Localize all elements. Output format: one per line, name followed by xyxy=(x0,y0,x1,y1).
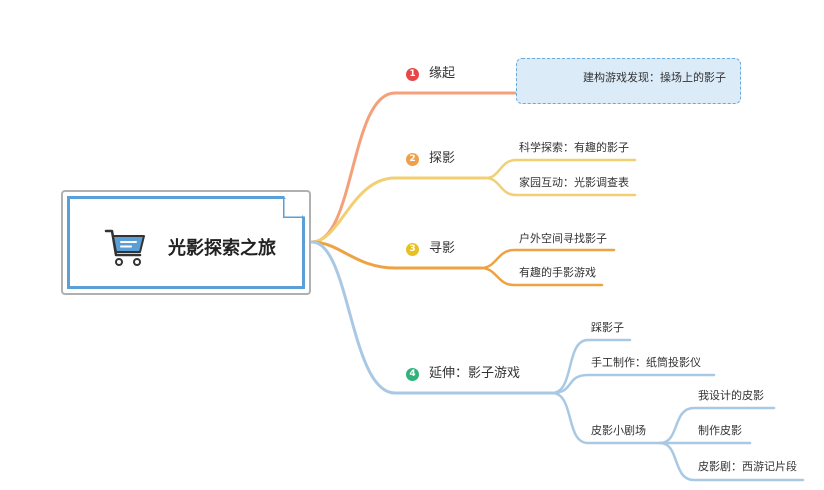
branch-4-grandchild-1[interactable]: 我设计的皮影 xyxy=(698,389,764,402)
number-badge-4: 4 xyxy=(406,367,419,381)
callout-box[interactable] xyxy=(516,58,741,104)
branch-4-grandchild-3-connector xyxy=(658,441,805,482)
branch-2-connector xyxy=(310,176,488,244)
branch-4-text: 延伸：影子游戏 xyxy=(429,366,521,381)
branch-4-child-1-connector xyxy=(550,338,632,395)
branch-3-child-1[interactable]: 户外空间寻找影子 xyxy=(519,232,607,245)
branch-4-label[interactable]: 4 延伸：影子游戏 xyxy=(406,366,520,382)
branch-3-child-2-connector xyxy=(479,266,604,287)
branch-1-label[interactable]: 1 缘起 xyxy=(406,66,455,82)
branch-2-child-2[interactable]: 家园互动：光影调查表 xyxy=(519,176,629,189)
branch-1-connector xyxy=(310,91,738,244)
branch-3-label[interactable]: 3 寻影 xyxy=(406,241,455,257)
number-badge-1: 1 xyxy=(406,67,419,81)
number-badge-2: 2 xyxy=(406,152,419,166)
branch-4-child-1[interactable]: 踩影子 xyxy=(591,321,624,334)
number-badge-3: 3 xyxy=(406,242,419,256)
page-fold-icon xyxy=(283,196,305,218)
branch-3-child-2[interactable]: 有趣的手影游戏 xyxy=(519,266,596,279)
branch-4-child-3-connector xyxy=(550,391,662,445)
branch-4-grandchild-2[interactable]: 制作皮影 xyxy=(698,424,742,437)
branch-4-grandchild-3[interactable]: 皮影剧：西游记片段 xyxy=(698,460,797,473)
root-node[interactable]: 光影探索之旅 xyxy=(61,190,311,295)
root-title: 光影探索之旅 xyxy=(168,238,276,259)
branch-3-connector xyxy=(310,240,483,270)
root-node-frame: 光影探索之旅 xyxy=(67,196,305,289)
branch-4-child-3[interactable]: 皮影小剧场 xyxy=(591,424,646,437)
branch-4-connector xyxy=(310,240,554,395)
branch-2-label[interactable]: 2 探影 xyxy=(406,151,455,167)
branch-4-child-2-connector xyxy=(550,373,716,395)
branch-2-child-1[interactable]: 科学探索：有趣的影子 xyxy=(519,141,629,154)
shopping-cart-icon xyxy=(104,229,145,266)
branch-2-text: 探影 xyxy=(429,151,456,166)
branch-3-text: 寻影 xyxy=(429,241,456,256)
branch-2-child-2-connector xyxy=(484,176,637,197)
branch-4-child-2[interactable]: 手工制作：纸筒投影仪 xyxy=(591,356,701,369)
branch-1-text: 缘起 xyxy=(429,66,456,81)
branch-1-child-1[interactable]: 建构游戏发现：操场上的影子 xyxy=(583,71,726,84)
